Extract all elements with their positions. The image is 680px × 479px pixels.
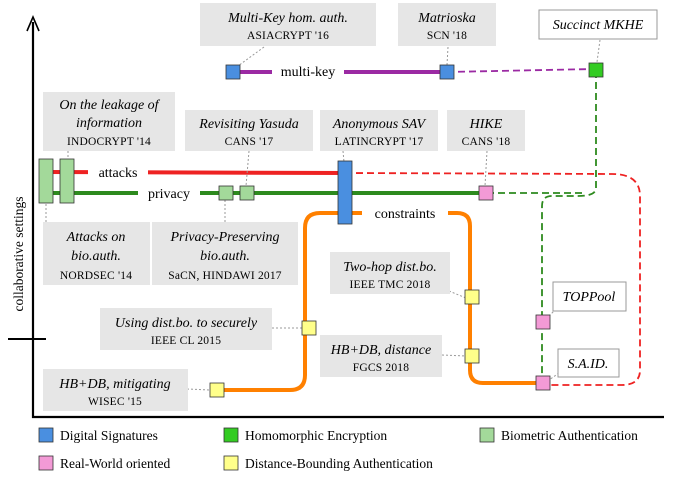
svg-text:Two-hop dist.bo.: Two-hop dist.bo.: [343, 260, 436, 275]
svg-text:FGCS 2018: FGCS 2018: [353, 362, 409, 374]
svg-text:INDOCRYPT '14: INDOCRYPT '14: [67, 136, 151, 148]
paper-privacy-preserving-bio-auth: Privacy-Preserving bio.auth. SaCN, HINDA…: [152, 222, 298, 285]
marker-biometric-privacy-1: [218, 185, 234, 201]
marker-db-hbdb-distance: [464, 348, 480, 364]
attacks-dashed-extension: [344, 172, 641, 386]
legend-label-distance-bounding: Distance-Bounding Authentication: [245, 456, 433, 471]
svg-text:HB+DB, distance: HB+DB, distance: [330, 343, 431, 358]
svg-text:WISEC '15: WISEC '15: [88, 396, 142, 408]
svg-text:ASIACRYPT '16: ASIACRYPT '16: [247, 30, 329, 42]
paper-multikey-hom-auth: Multi-Key hom. auth. ASIACRYPT '16: [200, 3, 376, 46]
marker-signature-anon-sav: [337, 160, 353, 225]
svg-text:SCN '18: SCN '18: [427, 30, 467, 42]
constraints-label-bg: [362, 204, 448, 222]
attacks-label: attacks: [99, 166, 138, 181]
homomorphic-dashed-branch: [541, 71, 597, 384]
svg-text:Anonymous SAV: Anonymous SAV: [332, 117, 427, 132]
multikey-dashed-extension: [446, 68, 595, 73]
svg-text:Succinct MKHE: Succinct MKHE: [553, 18, 644, 33]
svg-text:information: information: [76, 116, 142, 131]
svg-text:Matrioska: Matrioska: [417, 11, 476, 26]
legend-swatch-homomorphic: [223, 427, 239, 443]
marker-db-twohop: [464, 289, 480, 305]
legend-label-real-world: Real-World oriented: [60, 456, 170, 471]
svg-text:Privacy-Preserving: Privacy-Preserving: [169, 230, 279, 245]
paper-hike: HIKE CANS '18: [447, 110, 525, 151]
svg-text:TOPPool: TOPPool: [563, 290, 616, 305]
marker-biometric-attacks-1: [38, 158, 54, 204]
legend-swatch-digital-signatures: [38, 427, 54, 443]
svg-text:Attacks on: Attacks on: [66, 230, 126, 245]
privacy-label-bg: [138, 184, 200, 202]
svg-text:CANS '18: CANS '18: [462, 136, 511, 148]
marker-biometric-privacy-2: [239, 185, 255, 201]
marker-db-hbdb-mitigating: [209, 382, 225, 398]
legend: Digital Signatures Homomorphic Encryptio…: [38, 427, 638, 471]
svg-text:HIKE: HIKE: [469, 117, 503, 132]
svg-text:NORDSEC '14: NORDSEC '14: [60, 270, 132, 282]
svg-text:IEEE CL 2015: IEEE CL 2015: [151, 335, 221, 347]
svg-text:S.A.ID.: S.A.ID.: [568, 357, 609, 372]
privacy-label: privacy: [148, 187, 190, 202]
svg-text:On the leakage of: On the leakage of: [59, 98, 160, 113]
paper-toppool: TOPPool: [552, 281, 627, 312]
paper-anonymous-sav: Anonymous SAV LATINCRYPT '17: [320, 110, 438, 151]
svg-text:SaCN, HINDAWI 2017: SaCN, HINDAWI 2017: [168, 270, 282, 282]
svg-text:bio.auth.: bio.auth.: [200, 249, 250, 264]
svg-text:HB+DB, mitigating: HB+DB, mitigating: [58, 377, 170, 392]
y-axis-label: collaborative settings: [11, 196, 26, 311]
svg-text:Revisiting Yasuda: Revisiting Yasuda: [198, 117, 298, 132]
marker-signature-multikey: [225, 64, 241, 80]
paper-matrioska: Matrioska SCN '18: [398, 3, 496, 46]
paper-attacks-on-bio-auth: Attacks on bio.auth. NORDSEC '14: [43, 222, 150, 285]
legend-swatch-real-world: [38, 455, 54, 471]
legend-label-digital-signatures: Digital Signatures: [60, 428, 158, 443]
paper-on-the-leakage: On the leakage of information INDOCRYPT …: [43, 92, 175, 151]
legend-label-biometric: Biometric Authentication: [501, 428, 638, 443]
attacks-label-bg: [88, 163, 148, 181]
legend-swatch-distance-bounding: [223, 455, 239, 471]
paper-using-dist-bo: Using dist.bo. to securely IEEE CL 2015: [100, 308, 272, 350]
svg-text:LATINCRYPT '17: LATINCRYPT '17: [335, 136, 424, 148]
constraints-label: constraints: [375, 207, 436, 222]
paper-hbdb-distance: HB+DB, distance FGCS 2018: [320, 335, 442, 377]
leader-lines: [45, 39, 601, 391]
paper-two-hop-dist-bo: Two-hop dist.bo. IEEE TMC 2018: [330, 252, 450, 294]
paper-hbdb-mitigating: HB+DB, mitigating WISEC '15: [43, 369, 188, 411]
marker-biometric-attacks-2: [59, 158, 75, 204]
marker-realworld-hike: [478, 185, 494, 201]
svg-text:bio.auth.: bio.auth.: [71, 249, 121, 264]
paper-succinct-mkhe: Succinct MKHE: [538, 9, 658, 40]
paper-said: S.A.ID.: [557, 348, 620, 378]
svg-text:IEEE TMC 2018: IEEE TMC 2018: [350, 279, 431, 291]
marker-realworld-toppool: [535, 314, 551, 330]
svg-text:CANS '17: CANS '17: [225, 136, 274, 148]
paper-revisiting-yasuda: Revisiting Yasuda CANS '17: [185, 110, 313, 151]
svg-text:Multi-Key hom. auth.: Multi-Key hom. auth.: [227, 11, 348, 26]
multikey-label-bg: [272, 63, 344, 81]
legend-label-homomorphic: Homomorphic Encryption: [245, 428, 387, 443]
marker-db-using-dist: [301, 320, 317, 336]
y-axis-arrowhead: [26, 14, 40, 32]
marker-realworld-said: [535, 375, 551, 391]
marker-signature-matrioska: [439, 64, 455, 80]
svg-text:Using dist.bo. to securely: Using dist.bo. to securely: [115, 316, 258, 331]
marker-homomorphic-succinct: [588, 62, 604, 78]
legend-swatch-biometric: [479, 427, 495, 443]
multikey-label: multi-key: [281, 65, 335, 80]
